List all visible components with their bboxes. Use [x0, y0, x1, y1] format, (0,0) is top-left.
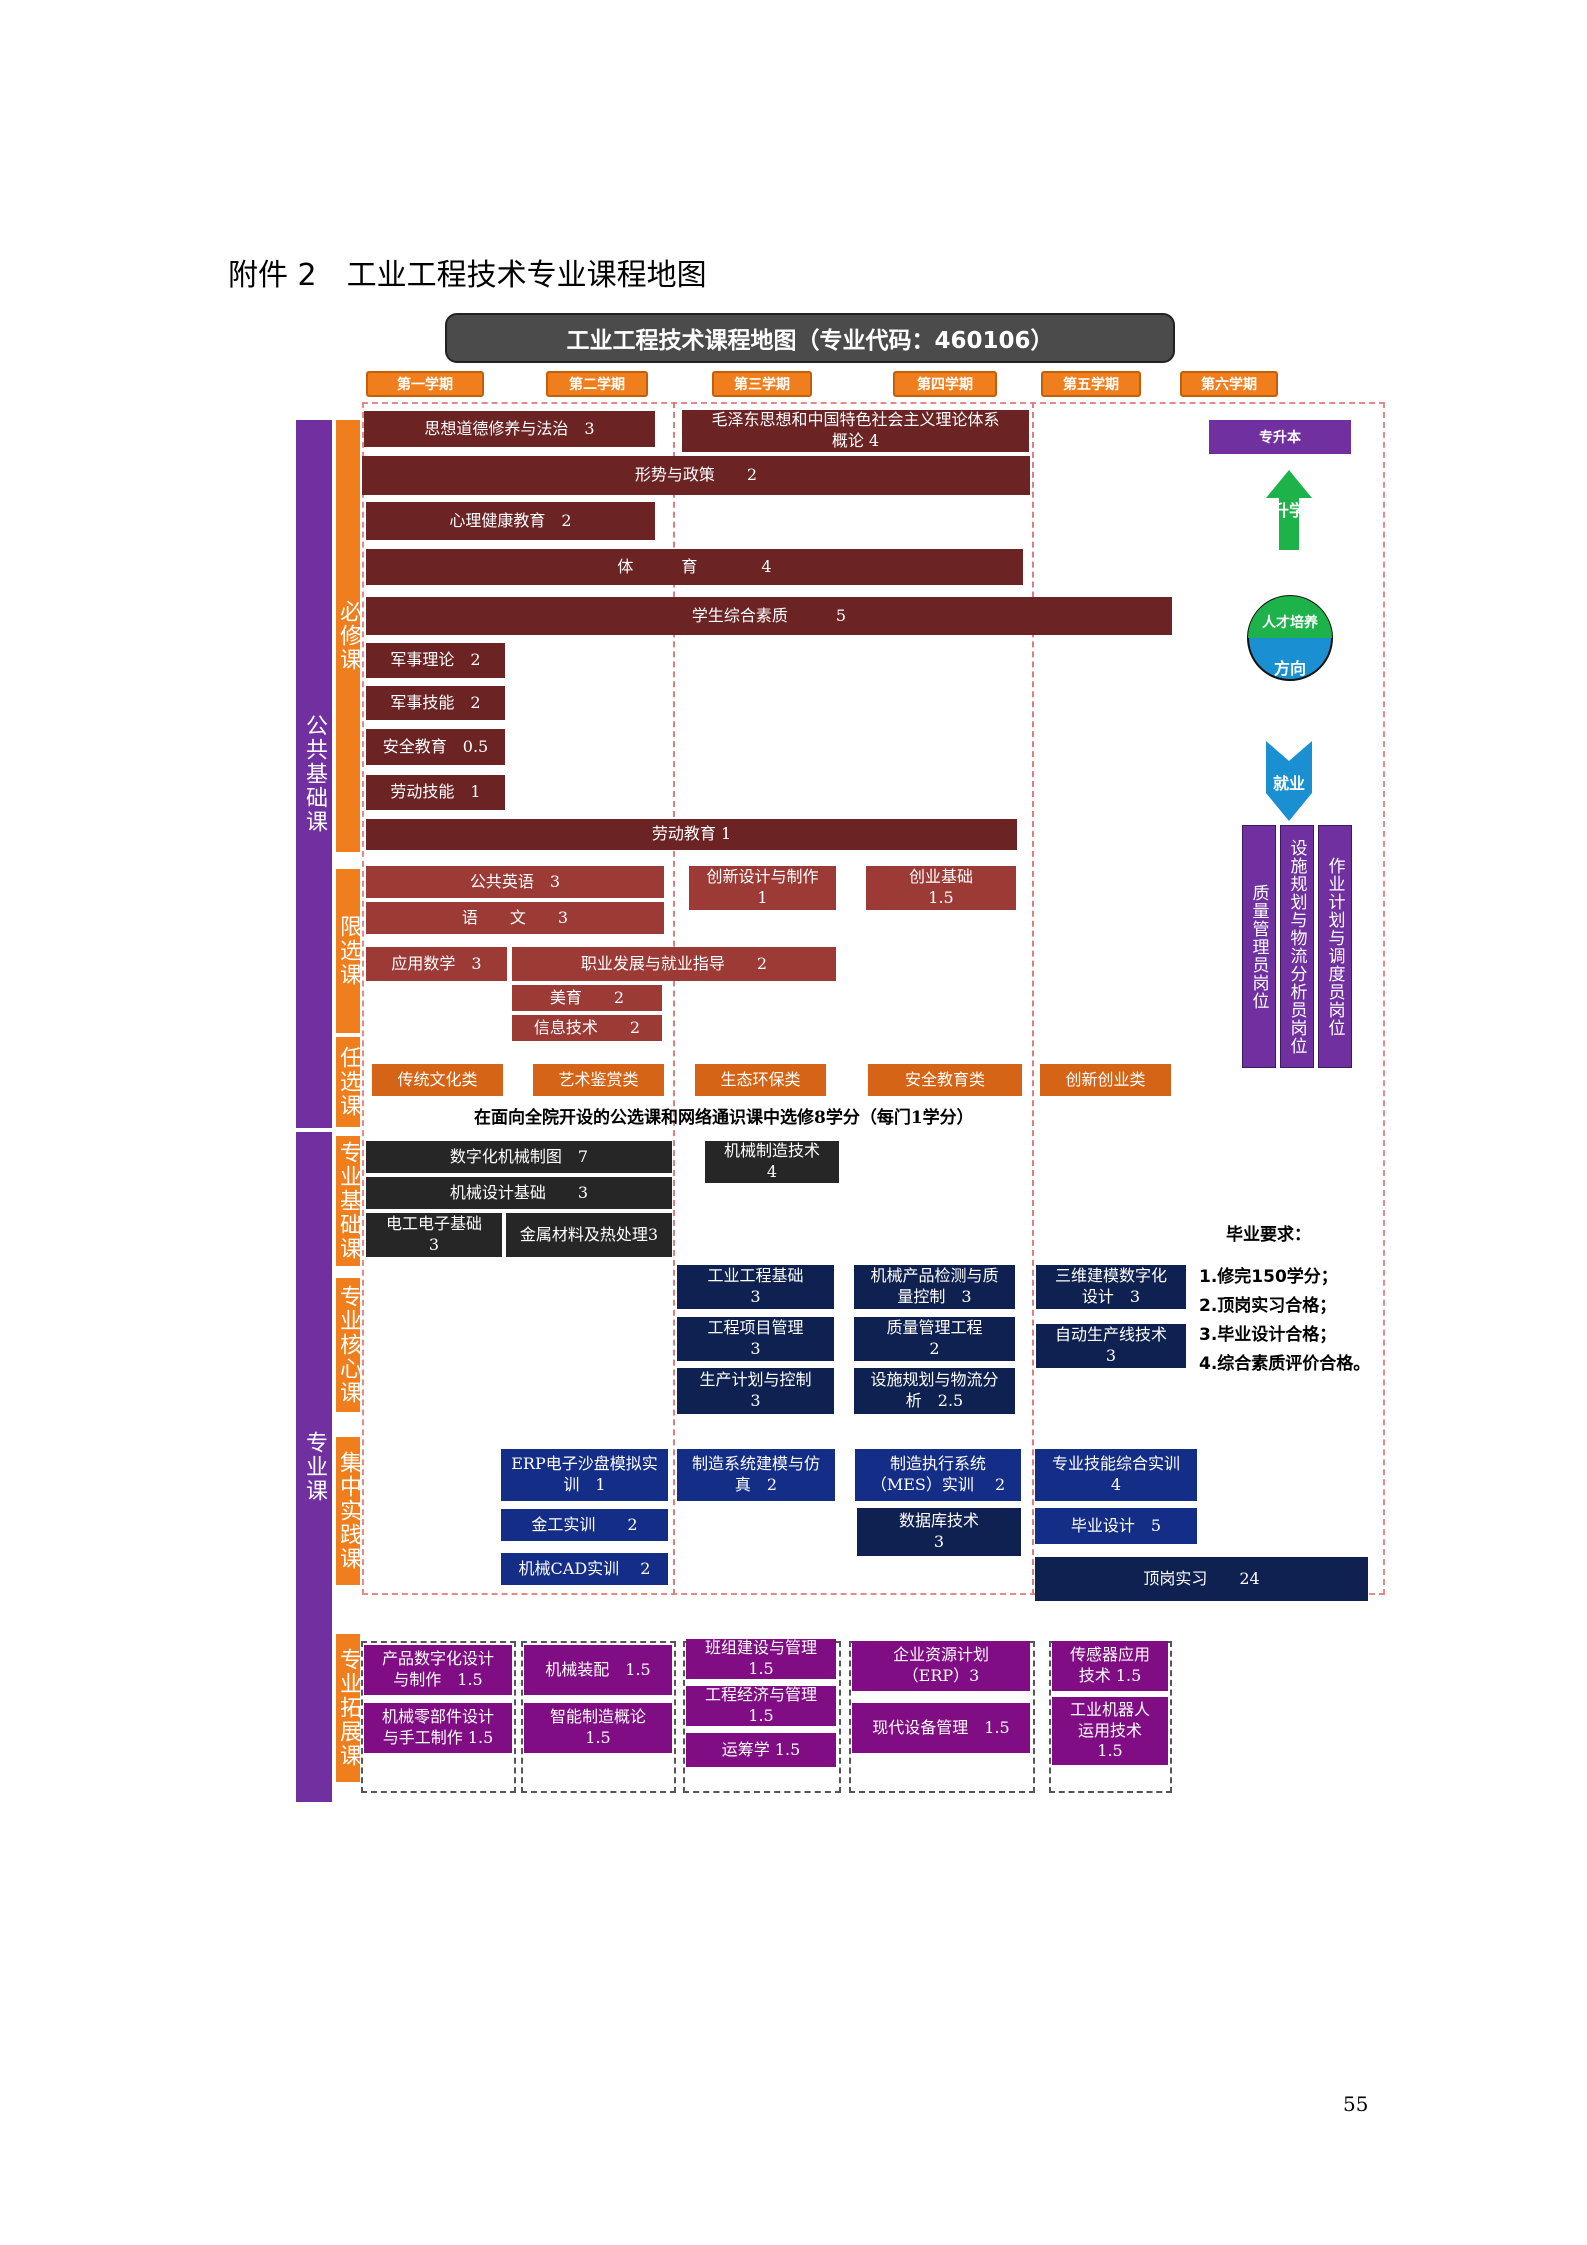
- course-mes-training: 制造执行系统 （MES）实训 2: [855, 1449, 1021, 1501]
- course-system-simulation: 制造系统建模与仿 真 2: [677, 1449, 835, 1501]
- year-divider-1: [673, 402, 675, 1595]
- course-skills-training: 专业技能综合实训 4: [1035, 1449, 1197, 1501]
- employment-arrow-label: 就业: [1272, 774, 1305, 793]
- semester-3: 第三学期: [712, 371, 812, 397]
- elective-ecology: 生态环保类: [695, 1064, 826, 1096]
- course-operations-research: 运筹学 1.5: [686, 1733, 836, 1767]
- course-product-digital-design: 产品数字化设计 与制作 1.5: [364, 1645, 512, 1695]
- subcategory-elective: 任选课: [336, 1037, 361, 1127]
- course-digital-drawing: 数字化机械制图 7: [366, 1141, 672, 1173]
- graduation-item-1: 1.修完150学分；: [1199, 1267, 1338, 1287]
- course-sensor-application: 传感器应用 技术 1.5: [1052, 1641, 1168, 1691]
- talent-direction-bottom: 方向: [1273, 659, 1306, 678]
- course-entrepreneurship: 创业基础 1.5: [866, 866, 1016, 910]
- course-career-guidance: 职业发展与就业指导 2: [512, 947, 836, 981]
- course-applied-math: 应用数学 3: [366, 947, 507, 981]
- subcategory-major-core: 专业核心课: [336, 1278, 361, 1412]
- course-map-frame: [362, 402, 1385, 1595]
- course-mechanical-assembly: 机械装配 1.5: [524, 1645, 672, 1695]
- course-erp: 企业资源计划 （ERP）3: [852, 1641, 1030, 1691]
- course-mental-health: 心理健康教育 2: [366, 502, 655, 540]
- course-automatic-line: 自动生产线技术 3: [1036, 1324, 1186, 1368]
- category-public-basic: 公共基础课: [296, 420, 332, 1128]
- elective-art-appreciation: 艺术鉴赏类: [533, 1064, 664, 1096]
- page-number: 55: [1343, 2092, 1369, 2116]
- employment-arrow-icon: [1266, 741, 1312, 821]
- course-metalwork-training: 金工实训 2: [501, 1509, 668, 1541]
- course-situation-policy: 形势与政策 2: [362, 456, 1030, 495]
- document-title: 附件 2 工业工程技术专业课程地图: [228, 258, 707, 293]
- year-divider-2: [1032, 402, 1034, 1595]
- course-industrial-robot: 工业机器人 运用技术 1.5: [1052, 1697, 1168, 1765]
- course-production-planning: 生产计划与控制 3: [677, 1368, 834, 1414]
- elective-traditional-culture: 传统文化类: [372, 1064, 503, 1096]
- job-facility-planner: 设施规划与物流分析员岗位: [1280, 825, 1314, 1068]
- course-safety-education: 安全教育 0.5: [366, 729, 505, 765]
- upgrade-arrow-label: 升学: [1272, 501, 1305, 520]
- graduation-item-3: 3.毕业设计合格；: [1199, 1325, 1337, 1345]
- subcategory-practice: 集中实践课: [336, 1437, 361, 1585]
- course-innovation-design: 创新设计与制作 1: [689, 866, 836, 910]
- course-comprehensive-quality: 学生综合素质 5: [366, 597, 1172, 635]
- upgrade-arrow-icon: [1266, 470, 1312, 550]
- semester-1: 第一学期: [366, 371, 484, 397]
- course-internship: 顶岗实习 24: [1035, 1557, 1368, 1601]
- course-metal-materials: 金属材料及热处理3: [506, 1213, 672, 1257]
- course-database: 数据库技术 3: [857, 1508, 1021, 1556]
- subcategory-limited: 限选课: [336, 869, 361, 1033]
- elective-innovation: 创新创业类: [1040, 1064, 1171, 1096]
- semester-5: 第五学期: [1041, 371, 1141, 397]
- upgrade-label: 专升本: [1209, 420, 1351, 454]
- semester-4: 第四学期: [893, 371, 997, 397]
- course-smart-manufacturing: 智能制造概论 1.5: [524, 1703, 672, 1753]
- course-labor-education: 劳动教育 1: [366, 819, 1017, 850]
- subcategory-extension: 专业拓展课: [336, 1634, 361, 1782]
- subcategory-major-basic: 专业基础课: [336, 1136, 361, 1266]
- subcategory-required: 必修课: [336, 420, 361, 852]
- course-mao-theory: 毛泽东思想和中国特色社会主义理论体系 概论 4: [682, 410, 1029, 452]
- course-electrical-electronics: 电工电子基础 3: [366, 1213, 502, 1257]
- talent-direction-circle-icon: [1247, 595, 1333, 681]
- job-scheduler: 作业计划与调度员岗位: [1318, 825, 1352, 1068]
- course-machine-design: 机械设计基础 3: [366, 1177, 672, 1209]
- course-graduation-design: 毕业设计 5: [1035, 1508, 1197, 1544]
- course-erp-sandbox: ERP电子沙盘模拟实 训 1: [501, 1449, 668, 1501]
- course-engineering-economics: 工程经济与管理 1.5: [686, 1685, 836, 1726]
- extension-group-1: [361, 1641, 516, 1793]
- course-facility-planning: 设施规划与物流分 析 2.5: [854, 1368, 1015, 1414]
- course-ie-basics: 工业工程基础 3: [677, 1265, 834, 1309]
- extension-group-2: [521, 1641, 676, 1793]
- category-major: 专业课: [296, 1132, 332, 1802]
- course-product-inspection: 机械产品检测与质 量控制 3: [854, 1265, 1015, 1309]
- semester-6: 第六学期: [1180, 371, 1278, 397]
- course-aesthetic-education: 美育 2: [512, 985, 662, 1011]
- course-3d-modeling: 三维建模数字化 设计 3: [1036, 1265, 1186, 1309]
- course-project-management: 工程项目管理 3: [677, 1317, 834, 1361]
- course-cad-training: 机械CAD实训 2: [501, 1553, 668, 1585]
- course-ideology-law: 思想道德修养与法治 3: [364, 411, 655, 447]
- course-team-management: 班组建设与管理 1.5: [686, 1638, 836, 1679]
- talent-direction-top: 人才培养: [1262, 615, 1318, 631]
- course-military-skills: 军事技能 2: [366, 686, 505, 720]
- course-equipment-management: 现代设备管理 1.5: [852, 1703, 1030, 1753]
- course-chinese: 语 文 3: [366, 902, 664, 934]
- elective-note: 在面向全院开设的公选课和网络通识课中选修8学分（每门1学分）: [474, 1108, 974, 1128]
- course-labor-skills: 劳动技能 1: [366, 775, 505, 810]
- semester-2: 第二学期: [546, 371, 648, 397]
- course-physical-education: 体 育 4: [366, 549, 1023, 585]
- course-parts-design: 机械零部件设计 与手工制作 1.5: [364, 1703, 512, 1753]
- graduation-title: 毕业要求：: [1226, 1225, 1311, 1245]
- course-manufacturing-technology: 机械制造技术 4: [705, 1141, 839, 1183]
- course-quality-engineering: 质量管理工程 2: [854, 1317, 1015, 1361]
- course-information-technology: 信息技术 2: [512, 1015, 662, 1041]
- graduation-item-4: 4.综合素质评价合格。: [1199, 1354, 1371, 1374]
- elective-safety: 安全教育类: [868, 1064, 1022, 1096]
- graduation-item-2: 2.顶岗实习合格；: [1199, 1296, 1337, 1316]
- course-public-english: 公共英语 3: [366, 866, 664, 898]
- course-map-title: 工业工程技术课程地图（专业代码：460106）: [445, 313, 1175, 363]
- course-military-theory: 军事理论 2: [366, 643, 505, 678]
- job-quality-manager: 质量管理员岗位: [1242, 825, 1276, 1068]
